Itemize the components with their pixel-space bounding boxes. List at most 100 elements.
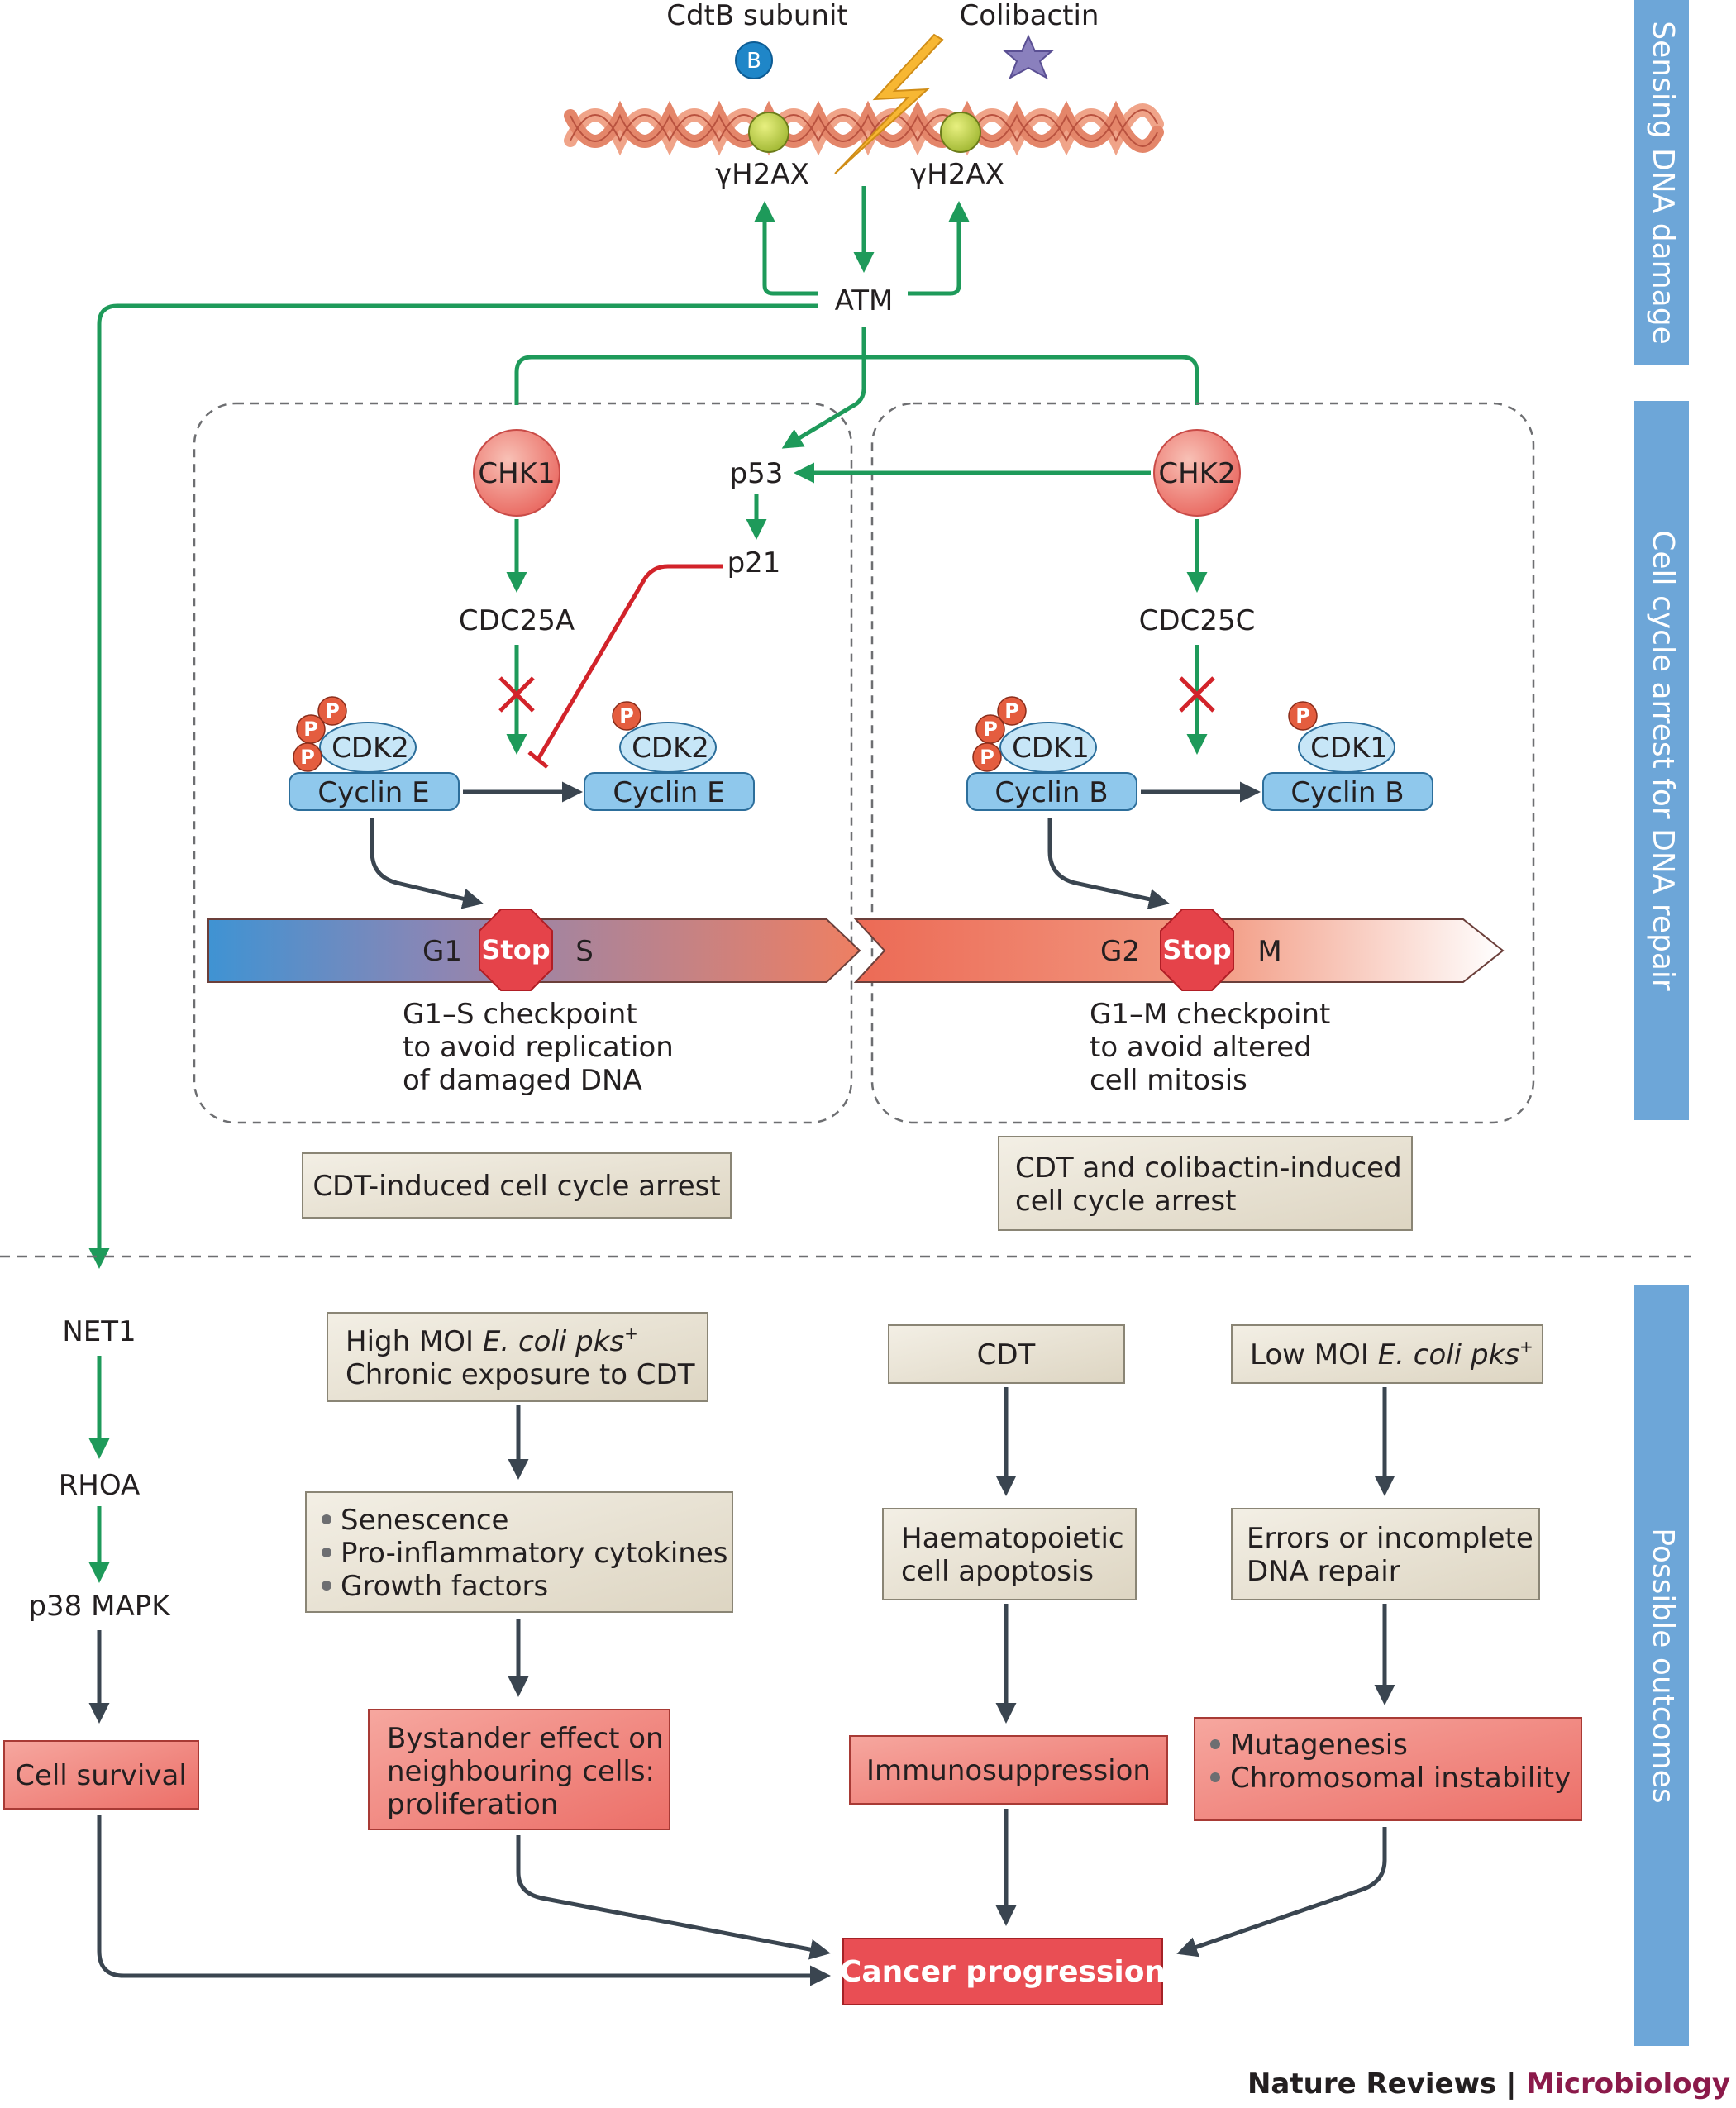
p21-label: p21 [727,546,781,579]
cyclin-b-left-label: Cyclin B [994,776,1108,809]
cyclin-e-left-label: Cyclin E [317,776,429,809]
sidebar-outcomes-label: Possible outcomes [1646,1528,1680,1803]
phospho-icon: P [619,704,634,727]
phospho-icon: P [1004,699,1019,723]
high-moi-line-2: Chronic exposure to CDT [346,1358,695,1391]
cell-survival-label: Cell survival [15,1759,187,1792]
cdc25c-label: CDC25C [1139,604,1256,637]
dna-helix [564,100,1164,156]
cdk1-right-label: CDK1 [1310,732,1388,765]
cdk2-left-label: CDK2 [331,732,409,765]
cdk1-cyclin-b-active: Cyclin B CDK1 P [1262,701,1433,811]
g2m-stop-label: Stop [1162,934,1231,966]
p38-label: p38 MAPK [28,1590,171,1623]
cdt-box [888,1324,1125,1384]
phospho-icon: P [983,718,998,741]
cdtb-badge-icon [735,41,773,79]
phospho-icon: P [300,746,315,769]
g2m-stop-sign-icon [1160,909,1234,991]
bystander-box [368,1709,670,1830]
cdt-label: CDT [977,1338,1036,1371]
journal-credit: Nature Reviews | Microbiology [1247,2067,1730,2101]
cdc25a-label: CDC25A [459,604,575,637]
mutagenesis-item-1: Mutagenesis [1230,1729,1408,1762]
g1s-text-line-1: G1–S checkpoint [403,998,637,1031]
sidebar-arrest-label: Cell cycle arrest for DNA repair [1646,530,1680,991]
immunosuppression-label: Immunosuppression [866,1754,1151,1787]
cdt-colibactin-arrest-line-1: CDT and colibactin-induced [1015,1152,1402,1185]
errors-line-1: Errors or incomplete [1247,1522,1533,1555]
high-moi-line-1: High MOI E. coli pks+ [346,1323,638,1358]
g1s-stop-label: Stop [481,934,550,966]
g1m-text-line-1: G1–M checkpoint [1090,998,1330,1031]
g1m-text-line-2: to avoid altered [1090,1031,1312,1064]
chk1-node [473,429,560,517]
bystander-line-1: Bystander effect on [387,1722,664,1755]
h2ax-left-marker-icon [748,112,789,153]
p21-inhibition [527,564,723,769]
low-moi-label: Low MOI E. coli pks+ [1250,1337,1533,1371]
cancer-progression-box [842,1938,1163,2005]
sidebar-outcomes-bar [1634,1285,1689,2046]
phospho-icon: P [1295,704,1310,727]
atm-arrows [88,186,1199,1269]
bullet-icon [322,1581,331,1591]
rhoa-label: RHOA [59,1469,141,1502]
g1s-checkpoint-panel [193,402,853,1124]
sidebar-sensing-bar [1634,0,1689,365]
m-label: M [1257,935,1281,968]
g2m-checkpoint-panel [870,402,1535,1124]
cdtb-badge-letter: B [746,49,761,74]
cdk2-cyclin-e-active: Cyclin E CDK2 P [584,701,755,811]
cdt-colibactin-arrest-line-2: cell cycle arrest [1015,1185,1236,1218]
cdt-arrest-box [302,1152,732,1219]
g2-label: G2 [1100,935,1140,968]
h2ax-right-marker-icon [940,112,981,153]
senescence-item-1: Senescence [341,1504,508,1537]
sidebar: Sensing DNA damage Cell cycle arrest for… [1634,0,1689,2046]
bystander-line-3: proliferation [387,1788,558,1821]
cdk2-cyclin-e-phosphorylated: Cyclin E CDK2 P P P [289,696,460,811]
bullet-icon [322,1548,331,1557]
cdt-arrest-label: CDT-induced cell cycle arrest [312,1170,720,1203]
complex-arrows [370,781,1261,909]
senescence-item-3: Growth factors [341,1570,548,1603]
chk1-label: CHK1 [478,457,555,490]
errors-box [1231,1508,1540,1600]
errors-line-2: DNA repair [1247,1555,1400,1588]
s-label: S [575,935,594,968]
sidebar-arrest-bar [1634,401,1689,1120]
cdc25a-block-icon [498,676,535,713]
p53-label: p53 [730,457,784,490]
colibactin-label: Colibactin [960,0,1099,32]
checkpoint-arrows [506,462,1208,755]
outcome-arrows [97,1387,1395,1986]
g1s-stop-sign-icon [479,909,553,991]
h2ax-right-label: γH2AX [910,158,1004,191]
haemato-line-1: Haematopoietic [901,1522,1124,1555]
net1-label: NET1 [62,1315,136,1348]
senescence-box [305,1491,733,1613]
chk2-node [1153,429,1241,517]
bullet-icon [1210,1739,1220,1749]
colibactin-star-icon [1003,34,1054,80]
phospho-icon: P [303,718,318,741]
phospho-icon: P [325,699,340,723]
g1s-text-line-2: to avoid replication [403,1031,674,1064]
cancer-progression-label: Cancer progression [840,1955,1166,1989]
bystander-line-2: neighbouring cells: [387,1755,655,1788]
cyclin-b-right-label: Cyclin B [1290,776,1404,809]
cdt-colibactin-arrest-box [998,1136,1413,1231]
bullet-icon [322,1514,331,1524]
atm-label: ATM [835,284,894,317]
cdc25c-block-icon [1179,676,1215,713]
sidebar-sensing-label: Sensing DNA damage [1646,21,1680,344]
immunosuppression-box [849,1735,1168,1805]
bullet-icon [1210,1772,1220,1782]
haemato-line-2: cell apoptosis [901,1555,1094,1588]
senescence-item-2: Pro-inflammatory cytokines [341,1537,727,1570]
cyclin-e-right-label: Cyclin E [613,776,724,809]
mutagenesis-item-2: Chromosomal instability [1230,1762,1571,1795]
cdk1-left-label: CDK1 [1012,732,1090,765]
